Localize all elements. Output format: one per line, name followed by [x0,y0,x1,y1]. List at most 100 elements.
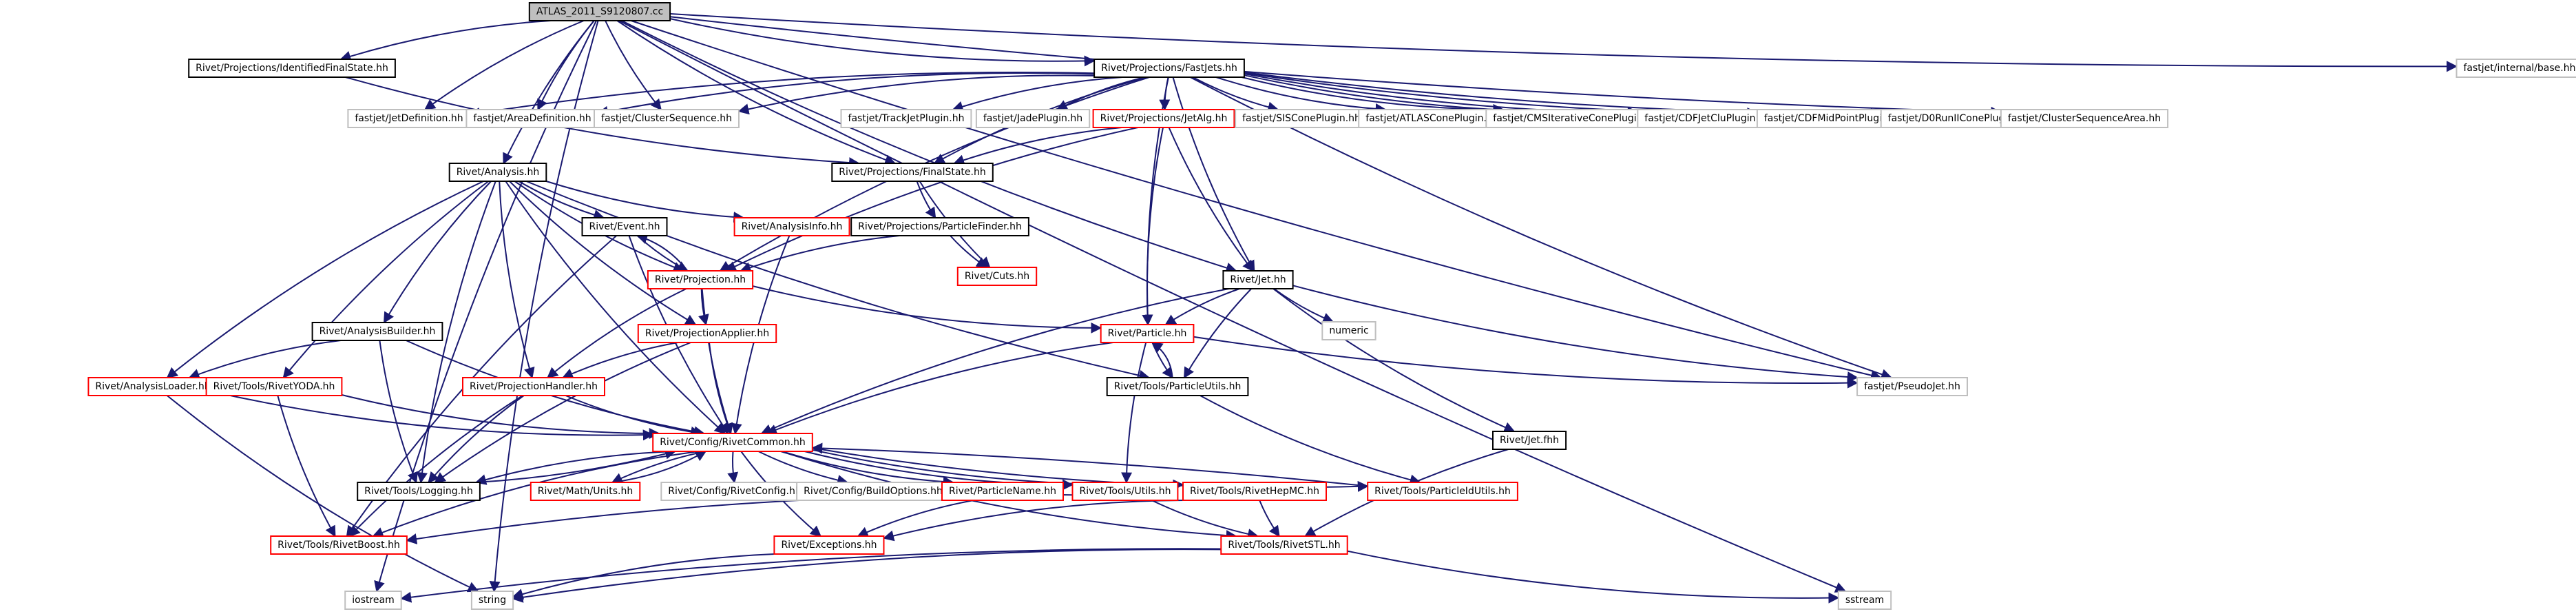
edge-atlas-to-string [489,20,599,593]
node-label: Rivet/Tools/Logging.hh [364,486,473,497]
node-rivet-particle-hh[interactable]: Rivet/Particle.hh [1100,324,1195,343]
edge-atlas-to-fj_cs [605,20,662,111]
edge-atlas-to-fj_base [670,13,2458,72]
node-rivet-config-rivetcommon-hh[interactable]: Rivet/Config/RivetCommon.hh [652,433,813,452]
node-label: Rivet/Jet.fhh [1500,435,1559,446]
node-label: Rivet/Jet.hh [1230,274,1286,285]
node-rivet-tools-particleutils-hh[interactable]: Rivet/Tools/ParticleUtils.hh [1106,377,1249,396]
edge-rt_utils-to-rt_stl [1151,500,1259,540]
node-fastjet-cmsiterativeconeplugin-hh: fastjet/CMSIterativeConePlugin.hh [1485,109,1666,128]
edge-rp_fj-to-fj_siscone [1192,76,1279,113]
node-rivet-projectionapplier-hh[interactable]: Rivet/ProjectionApplier.hh [637,324,777,343]
node-box [2000,109,2169,128]
node-numeric: numeric [1321,321,1376,340]
node-rivet-analysisloader-hh[interactable]: Rivet/AnalysisLoader.hh [87,377,218,396]
node-rivet-event-hh[interactable]: Rivet/Event.hh [581,217,668,236]
node-rivet-tools-rivethepmc-hh[interactable]: Rivet/Tools/RivetHepMC.hh [1182,482,1327,501]
node-fastjet-atlasconeplugin-hh: fastjet/ATLASConePlugin.hh [1358,109,1507,128]
node-box [637,324,777,343]
edge-rp_fj-to-fj_atlascone [1215,76,1387,114]
node-box [1492,431,1567,450]
node-box [660,482,809,501]
node-atlas-2011-s9120807-cc[interactable]: ATLAS_2011_S9120807.cc [528,2,671,21]
node-rivet-projection-hh[interactable]: Rivet/Projection.hh [647,270,754,289]
node-rivet-jet-fhh[interactable]: Rivet/Jet.fhh [1492,431,1567,450]
edge-rp_fj-to-fj_cs [737,74,1095,115]
edge-r_analysis-to-r_aloader [166,181,484,378]
node-rivet-tools-utils-hh[interactable]: Rivet/Tools/Utils.hh [1071,482,1179,501]
edge-r_pname-to-r_exc [857,500,974,538]
node-rivet-tools-rivetboost-hh[interactable]: Rivet/Tools/RivetBoost.hh [270,535,408,555]
node-rivet-projections-jetalg-hh[interactable]: Rivet/Projections/JetAlg.hh [1092,109,1235,128]
node-fastjet-cdfjetcluplugin-hh: fastjet/CDFJetCluPlugin.hh [1637,109,1779,128]
node-label: fastjet/CDFJetCluPlugin.hh [1644,113,1770,124]
edges-layer [166,13,2458,604]
node-rivet-exceptions-hh[interactable]: Rivet/Exceptions.hh [773,535,885,555]
node-rivet-analysisbuilder-hh[interactable]: Rivet/AnalysisBuilder.hh [311,322,443,341]
node-box [270,535,408,555]
edge-rt_yoda-to-rt_boost [277,395,336,538]
node-box [470,591,514,610]
edge-r_proj-to-rc_common [701,288,733,435]
node-rivet-cuts-hh[interactable]: Rivet/Cuts.hh [956,267,1038,286]
node-rivet-particlename-hh[interactable]: Rivet/ParticleName.hh [941,482,1064,501]
edge-rp_jetalg-to-r_particle [1142,127,1164,326]
node-label: fastjet/PseudoJet.hh [1864,381,1960,392]
node-rivet-projections-fastjets-hh[interactable]: Rivet/Projections/FastJets.hh [1093,59,1245,78]
node-box [733,217,850,236]
node-box [1367,482,1518,501]
node-label: Rivet/Tools/ParticleUtils.hh [1114,381,1242,392]
edge-rc_common-to-rt_logging [474,451,676,485]
node-box [205,377,343,396]
edge-r_jet-to-r_particle [1164,288,1240,325]
node-rivet-jet-hh[interactable]: Rivet/Jet.hh [1222,270,1294,289]
node-box [1485,109,1666,128]
node-label: fastjet/ClusterSequence.hh [601,113,732,124]
edge-rt_pidutils-to-rc_common [811,442,1368,487]
edge-r_abuilder-to-rt_logging [379,340,418,484]
node-rivet-tools-logging-hh[interactable]: Rivet/Tools/Logging.hh [357,482,481,501]
node-box [1100,324,1195,343]
node-box [1092,109,1235,128]
node-box [1220,535,1348,555]
node-box [956,267,1038,286]
edge-rp_fj-to-fj_track [952,76,1123,112]
node-rivet-analysisinfo-hh[interactable]: Rivet/AnalysisInfo.hh [733,217,850,236]
edge-r_jet-to-numeric [1273,288,1334,323]
node-box [344,591,402,610]
node-box [2455,59,2576,78]
node-rivet-tools-particleidutils-hh[interactable]: Rivet/Tools/ParticleIdUtils.hh [1367,482,1518,501]
node-rivet-analysis-hh[interactable]: Rivet/Analysis.hh [448,163,547,182]
node-label: Rivet/Config/RivetConfig.hh [668,486,801,497]
node-fastjet-jetdefinition-hh: fastjet/JetDefinition.hh [347,109,471,128]
node-rivet-tools-rivetyoda-hh[interactable]: Rivet/Tools/RivetYODA.hh [205,377,343,396]
node-fastjet-trackjetplugin-hh: fastjet/TrackJetPlugin.hh [840,109,972,128]
edge-rt_stl-to-string [512,549,1222,603]
edge-r_proj-to-r_particle [752,285,1102,334]
node-rivet-projections-finalstate-hh[interactable]: Rivet/Projections/FinalState.hh [831,163,994,182]
node-label: fastjet/TrackJetPlugin.hh [848,113,965,124]
node-rivet-projections-identifiedfinalstate-hh[interactable]: Rivet/Projections/IdentifiedFinalState.h… [188,59,396,78]
node-rivet-projectionhandler-hh[interactable]: Rivet/ProjectionHandler.hh [462,377,605,396]
node-rivet-tools-rivetstl-hh[interactable]: Rivet/Tools/RivetSTL.hh [1220,535,1348,555]
node-box [581,217,668,236]
node-label: Rivet/Tools/RivetYODA.hh [213,381,335,392]
node-label: Rivet/Math/Units.hh [538,486,633,497]
node-box [311,322,443,341]
node-rivet-projections-particlefinder-hh[interactable]: Rivet/Projections/ParticleFinder.hh [850,217,1029,236]
node-label: Rivet/ProjectionHandler.hh [470,381,598,392]
edge-r_particle-to-rt_utils [1121,342,1147,484]
edge-rc_common-to-rc_build [757,451,849,486]
edge-rp_fj-to-fj_cmsit [1241,76,1505,115]
node-rivet-math-units-hh[interactable]: Rivet/Math/Units.hh [530,482,641,501]
node-box [1182,482,1327,501]
node-box [528,2,671,21]
node-box [87,377,218,396]
edge-rm_units-to-rc_common [612,451,707,483]
node-label: Rivet/Tools/RivetSTL.hh [1228,540,1340,551]
node-label: Rivet/Tools/ParticleIdUtils.hh [1374,486,1511,497]
edge-r_particle-to-fj_pj [1193,336,1858,389]
node-box [941,482,1064,501]
node-label: fastjet/CMSIterativeConePlugin.hh [1493,113,1657,124]
edge-atlas-to-sstream [618,20,1847,593]
